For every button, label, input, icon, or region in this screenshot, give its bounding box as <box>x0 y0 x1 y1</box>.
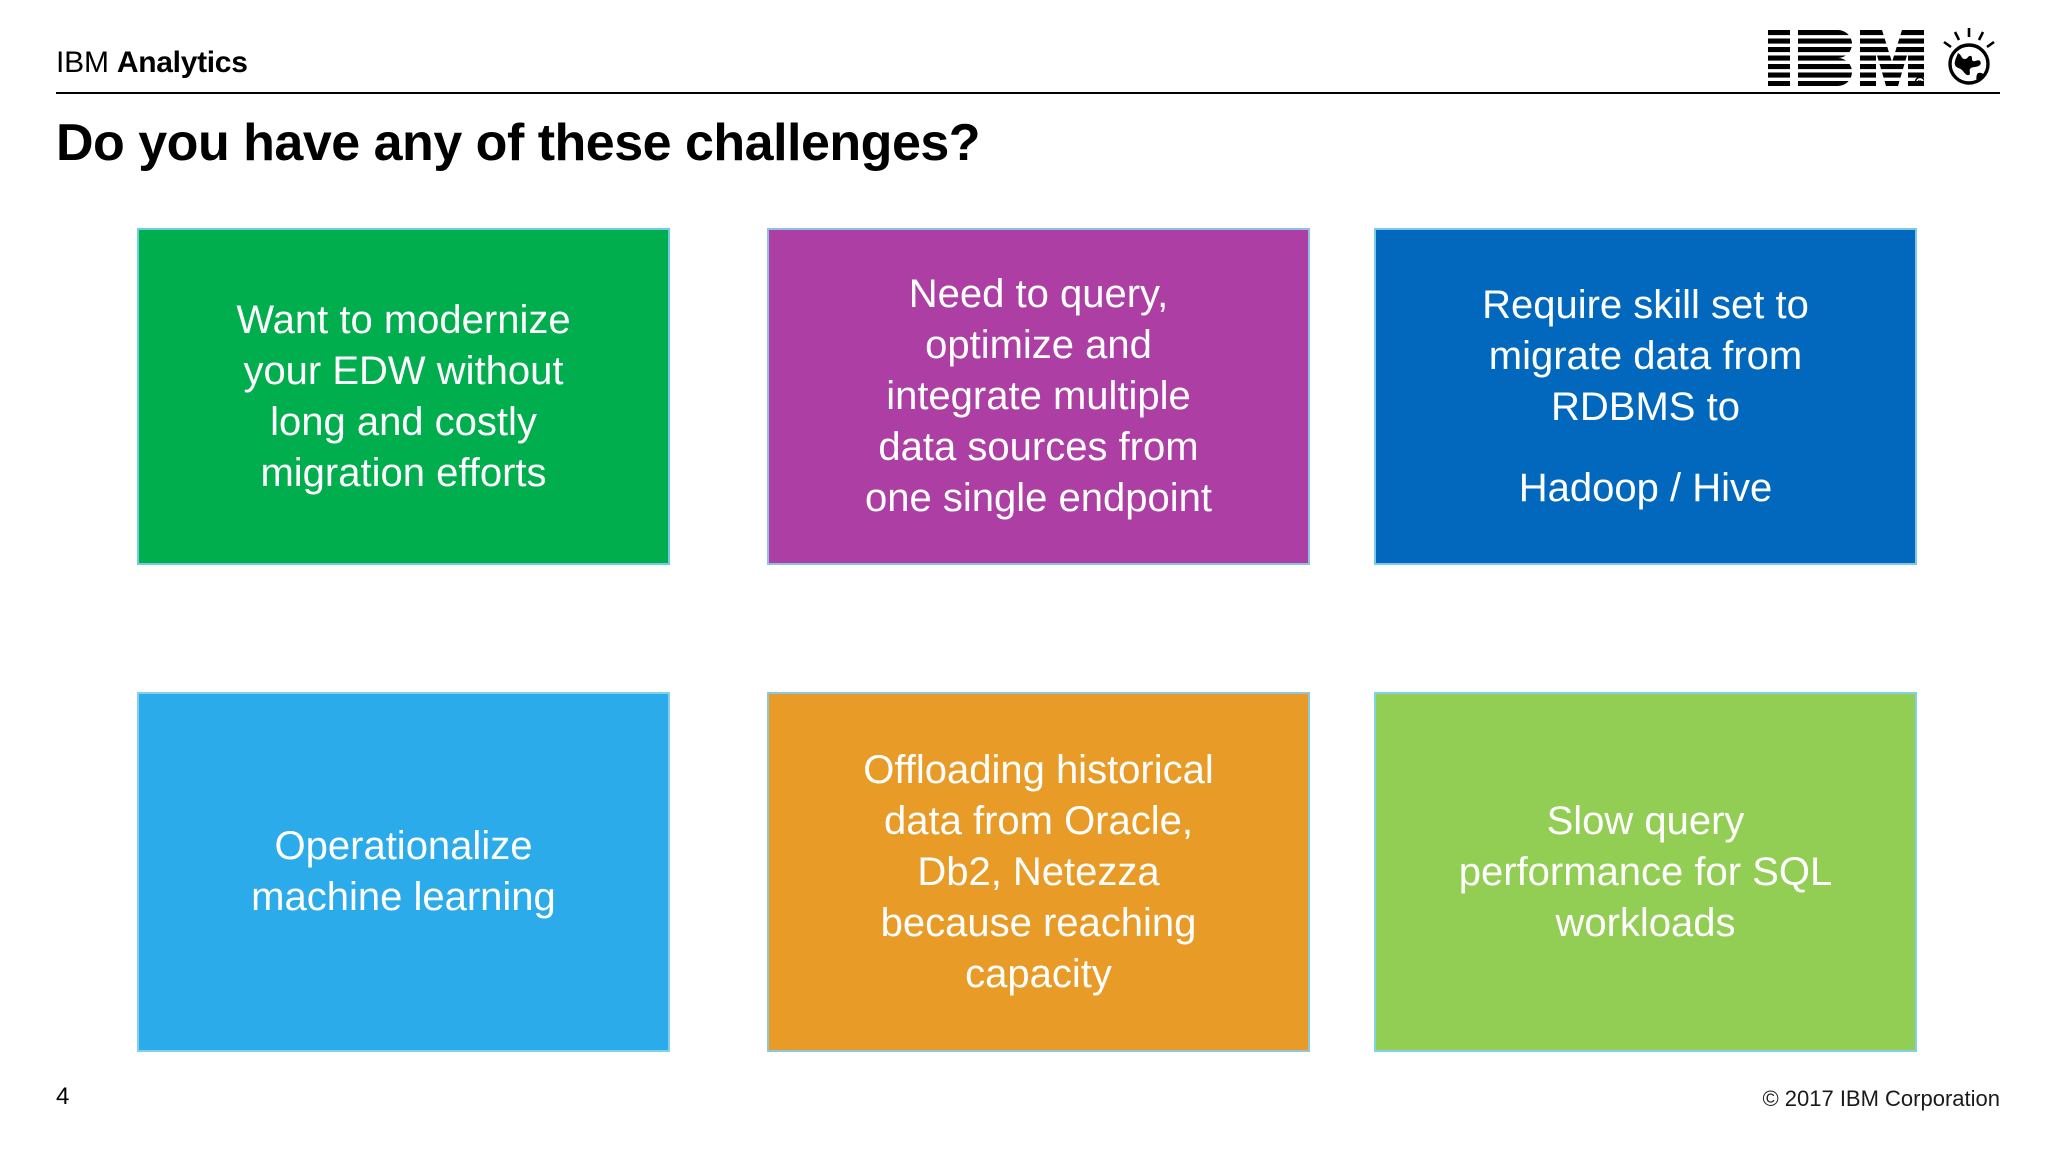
card-text: Operationalize machine learning <box>251 824 556 919</box>
challenge-card-skill-set-migrate[interactable]: Require skill set to migrate data from R… <box>1374 228 1917 565</box>
card-text: Need to query, optimize and integrate mu… <box>865 272 1212 520</box>
ibm-analytics-brand: IBM Analytics <box>56 48 248 78</box>
slide-header: IBM Analytics <box>0 0 2048 94</box>
challenge-card-query-optimize-integrate[interactable]: Need to query, optimize and integrate mu… <box>767 228 1310 565</box>
page-title: Do you have any of these challenges? <box>56 114 981 172</box>
page-number: 4 <box>56 1083 70 1110</box>
card-text: Offloading historical data from Oracle, … <box>863 747 1214 996</box>
challenge-card-offload-historical-data[interactable]: Offloading historical data from Oracle, … <box>767 692 1310 1052</box>
copyright-notice: © 2017 IBM Corporation <box>1762 1086 2000 1111</box>
challenge-card-grid: Want to modernize your EDW without long … <box>137 228 1937 1052</box>
ibm-wordmark-icon: R <box>1768 30 1924 86</box>
challenge-card-modernize-edw[interactable]: Want to modernize your EDW without long … <box>137 228 670 565</box>
brand-analytics-text: Analytics <box>116 46 248 79</box>
ibm-logo: R <box>1768 28 2000 86</box>
header-divider <box>56 92 2000 94</box>
card-text: Require skill set to migrate data from R… <box>1482 282 1809 429</box>
ibm-globe-icon <box>1943 28 1995 85</box>
card-text: Want to modernize your EDW without long … <box>236 297 571 495</box>
challenge-card-slow-query-performance[interactable]: Slow query performance for SQL workloads <box>1374 692 1917 1052</box>
brand-ibm-text: IBM <box>56 46 109 79</box>
challenge-card-operationalize-ml[interactable]: Operationalize machine learning <box>137 692 670 1052</box>
svg-text:R: R <box>1918 79 1923 86</box>
card-text: Slow query performance for SQL workloads <box>1458 798 1833 945</box>
card-text-secondary: Hadoop / Hive <box>1518 465 1773 510</box>
